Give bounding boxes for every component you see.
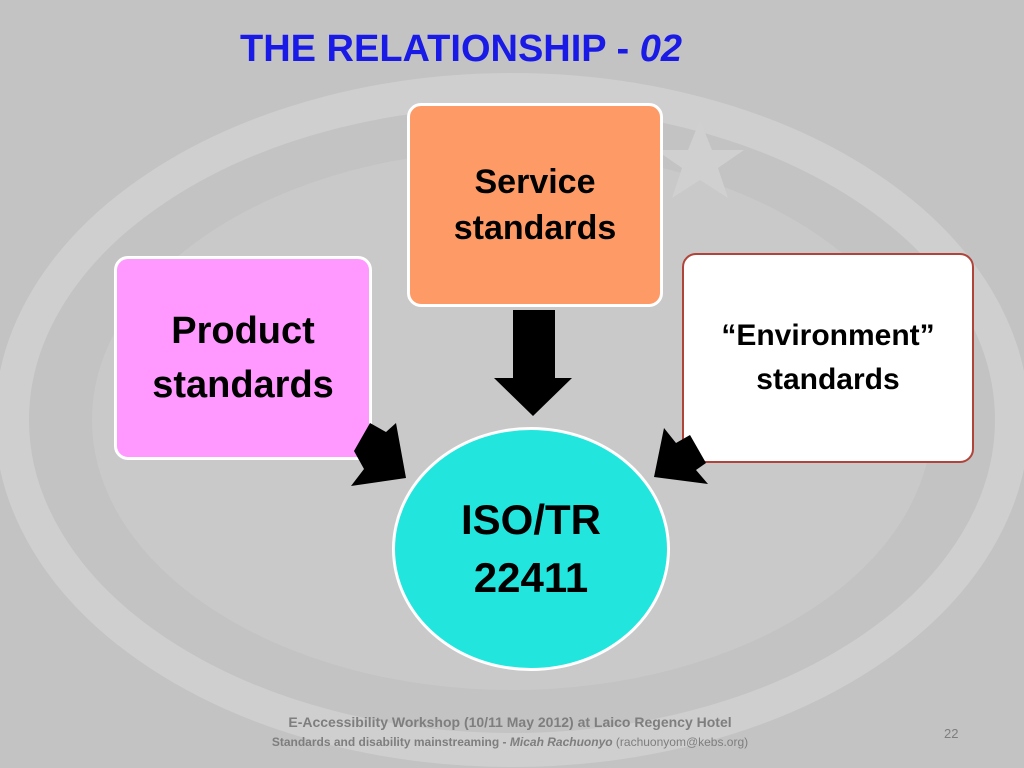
center-line2: 22411 — [473, 554, 589, 601]
environment-line2: standards — [756, 363, 900, 396]
product-line1: Product — [171, 310, 315, 352]
footer-line2-prefix: Standards and disability mainstreaming - — [271, 735, 510, 749]
title-number: 02 — [639, 28, 683, 70]
service-line1: Service — [474, 163, 596, 201]
title-text: THE RELATIONSHIP - — [240, 28, 640, 70]
page-number: 22 — [944, 726, 959, 741]
footer-line2: Standards and disability mainstreaming -… — [260, 732, 760, 752]
footer-email: (rachuonyom@kebs.org) — [612, 735, 749, 749]
environment-line1: “Environment” — [721, 319, 935, 352]
slide-title: THE RELATIONSHIP - 02 — [240, 28, 682, 71]
product-line2: standards — [152, 364, 334, 406]
center-line1: ISO/TR — [460, 496, 601, 543]
footer-line1: E-Accessibility Workshop (10/11 May 2012… — [288, 714, 732, 730]
footer-author: Micah Rachuonyo — [509, 735, 613, 749]
environment-standards-box: “Environment” standards — [682, 253, 974, 463]
service-line2: standards — [453, 209, 617, 247]
iso-tr-circle: ISO/TR 22411 — [392, 427, 670, 671]
footer: E-Accessibility Workshop (10/11 May 2012… — [260, 712, 760, 752]
product-standards-box: Product standards — [114, 256, 372, 460]
service-standards-box: Service standards — [407, 103, 663, 307]
